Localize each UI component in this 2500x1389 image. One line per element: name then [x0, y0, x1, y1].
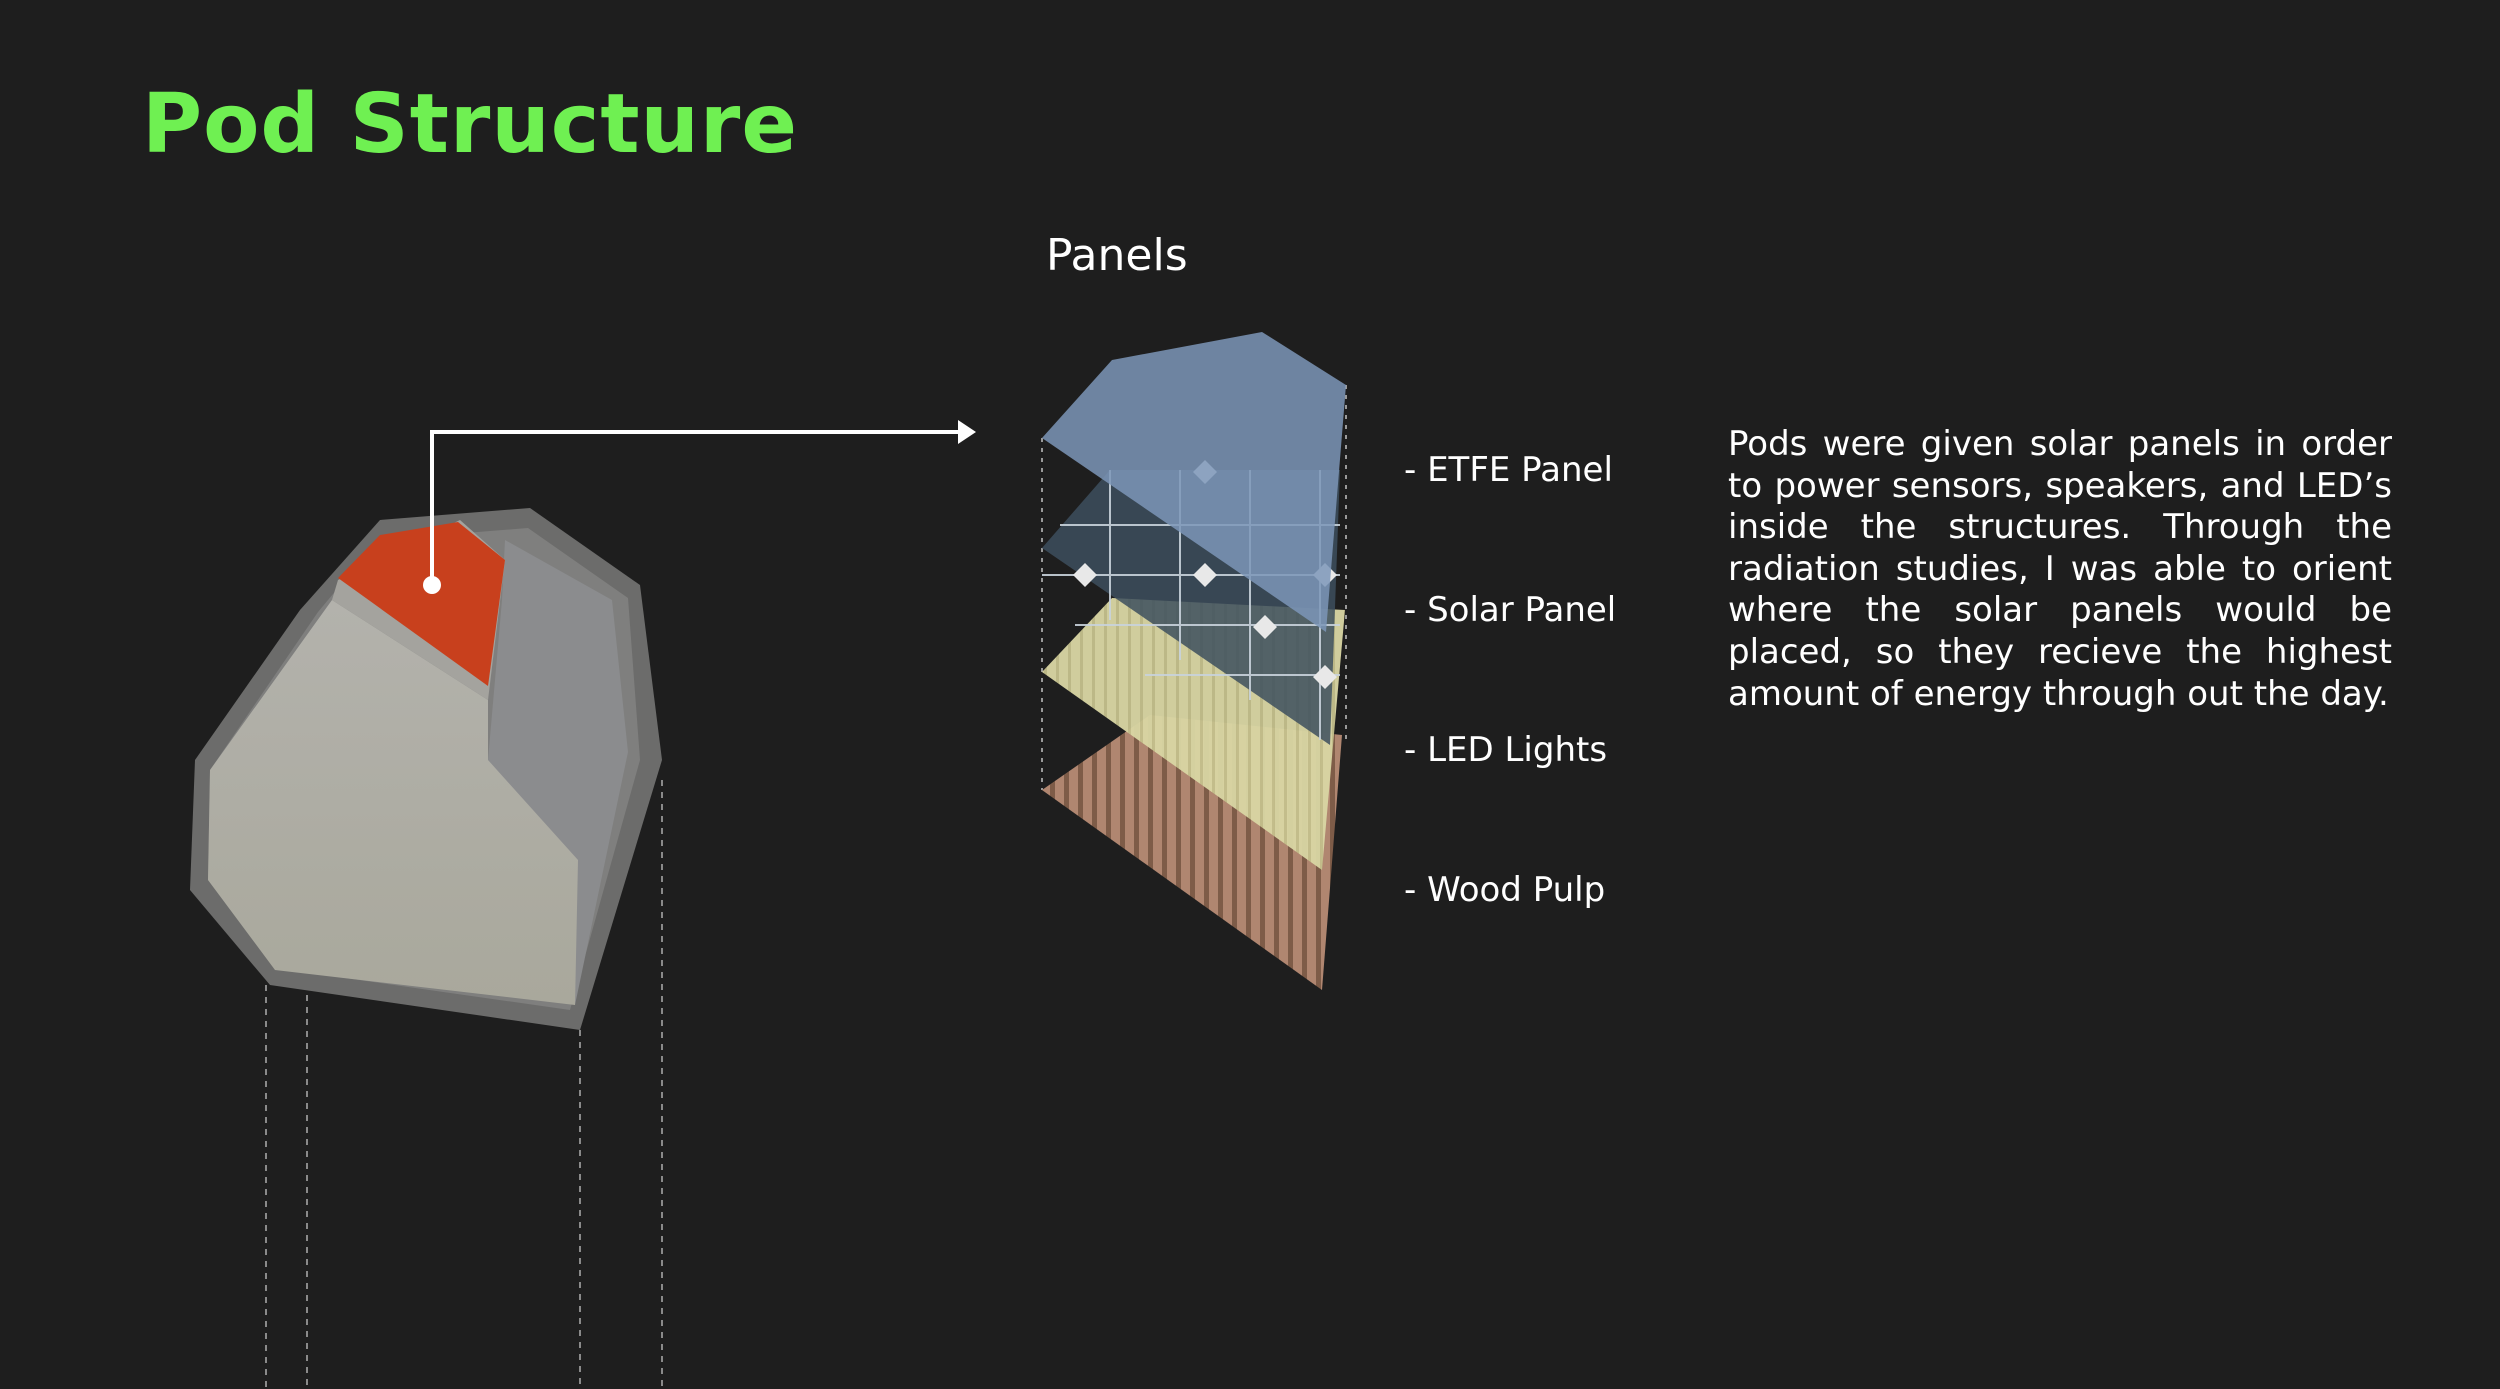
panel-layers	[1041, 332, 1347, 990]
etfe-panel-layer	[1042, 332, 1346, 632]
layer-label-wood-pulp: - Wood Pulp	[1404, 870, 1606, 910]
panels-heading: Panels	[1046, 230, 1188, 281]
layer-label-solar-panel: - Solar Panel	[1404, 590, 1617, 630]
highlighted-solar-panel	[338, 522, 505, 686]
callout-arrow	[430, 430, 958, 585]
layer-label-led-lights: - LED Lights	[1404, 730, 1608, 770]
pod-support-lines	[265, 780, 663, 1389]
slide-title: Pod Structure	[142, 77, 798, 172]
pod-model	[190, 508, 662, 1030]
arrowhead-icon	[958, 420, 976, 444]
callout-dot	[423, 576, 441, 594]
layer-label-etfe-panel: - ETFE Panel	[1404, 450, 1613, 490]
description-paragraph: Pods were given solar panels in order to…	[1728, 424, 2392, 714]
